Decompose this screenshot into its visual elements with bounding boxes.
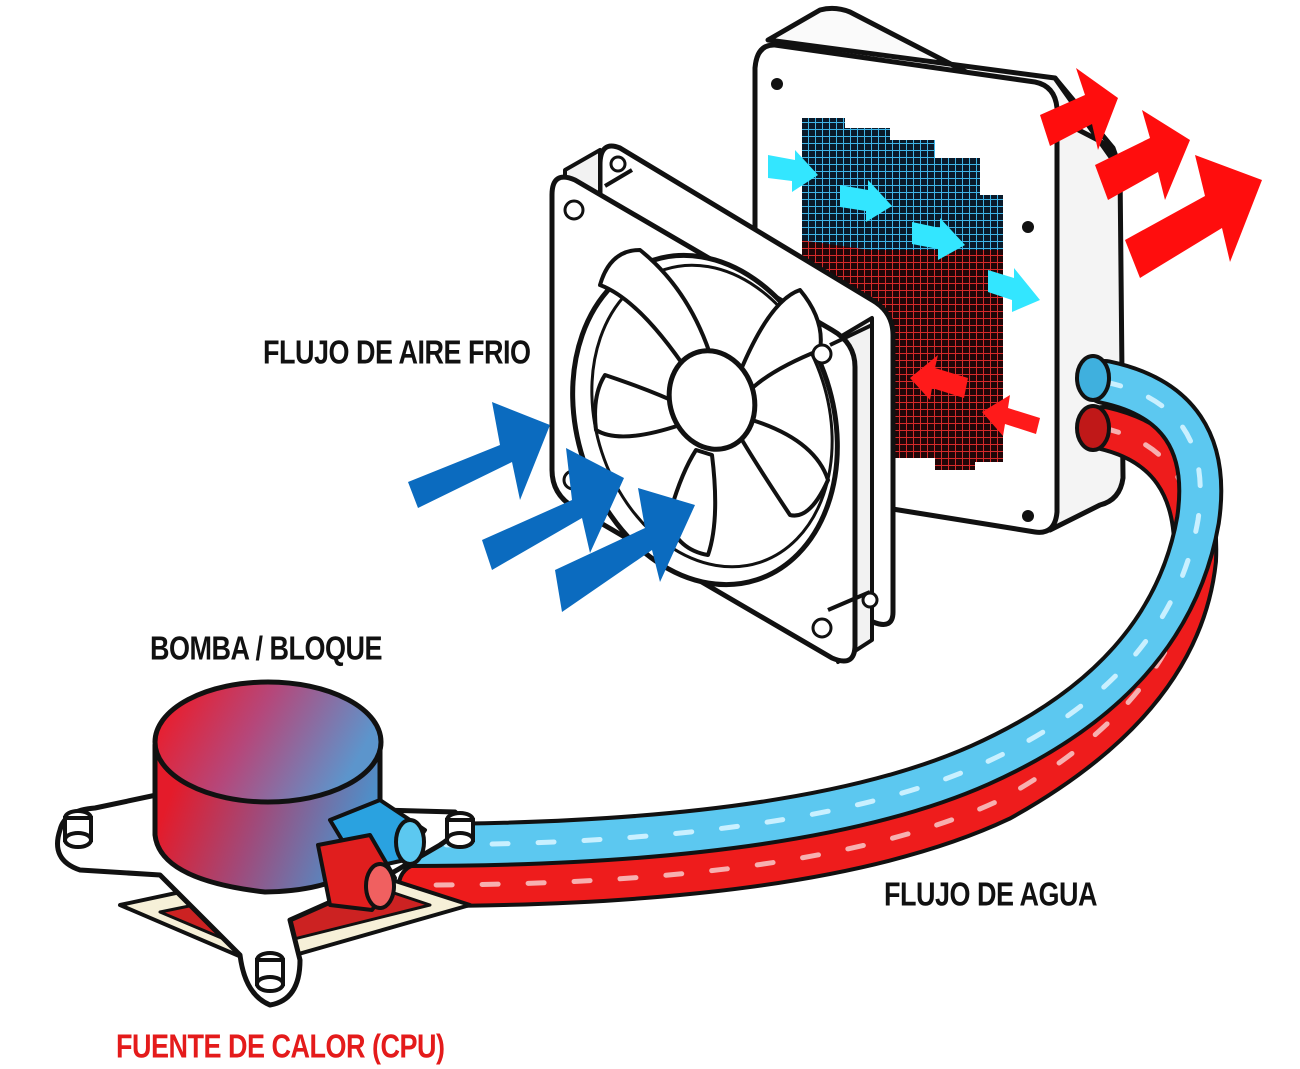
tubes <box>387 354 1224 908</box>
water-flow-label: FLUJO DE AGUA <box>884 875 1098 913</box>
pump-block-label: BOMBA / BLOQUE <box>150 629 383 667</box>
cold-air-arrows <box>408 402 695 612</box>
fan-icon <box>549 143 896 664</box>
cold-air-flow-label: FLUJO DE AIRE FRIO <box>263 333 531 371</box>
heat-source-label: FUENTE DE CALOR (CPU) <box>116 1027 445 1065</box>
hot-air-arrows <box>1040 68 1262 278</box>
pump-block-icon <box>55 679 475 1008</box>
